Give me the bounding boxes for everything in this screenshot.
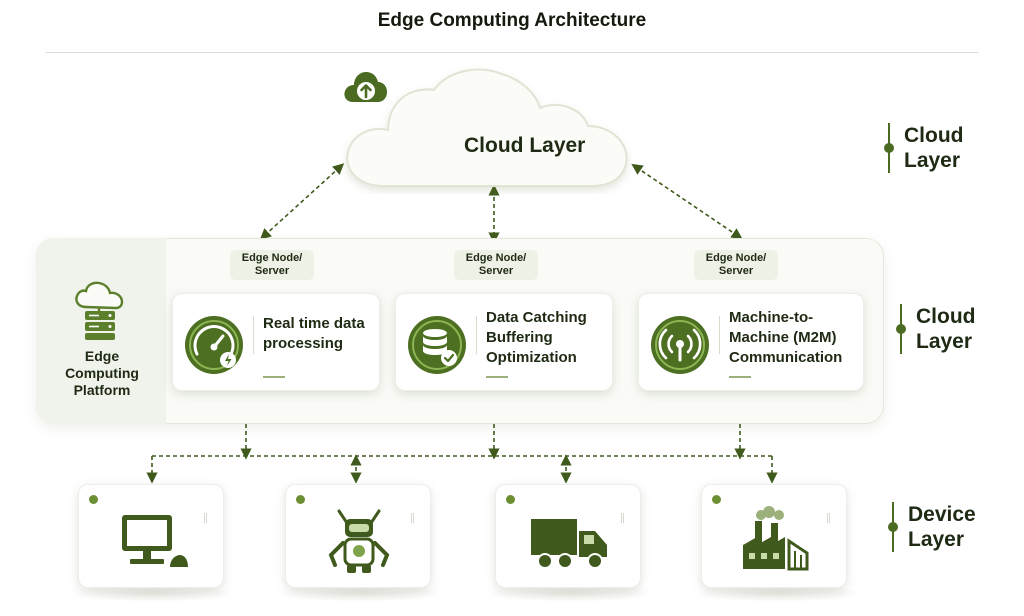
cloud-server-icon <box>75 281 124 340</box>
cloud-to-node3-connector <box>631 163 743 240</box>
status-dot <box>712 495 721 504</box>
edge-card-m2m-communication: Machine-to- Machine (M2M) Communication <box>638 293 864 391</box>
cloud-upload-icon <box>344 72 387 102</box>
device-shadow <box>276 584 446 602</box>
cloud-layer-label: Cloud Layer <box>464 134 586 157</box>
device-card-robot <box>285 484 431 588</box>
device-shadow <box>694 584 864 602</box>
card-divider <box>719 316 720 354</box>
edge-card-text: Machine-to- Machine (M2M) Communication <box>729 309 843 366</box>
card-underline <box>486 376 508 378</box>
database-check-icon <box>408 316 466 374</box>
edge-card-realtime-processing: Real time data processing <box>172 293 380 391</box>
status-dot <box>296 495 305 504</box>
layer-label-cloud-middle: Cloud Layer <box>896 304 976 354</box>
device-card-computer <box>78 484 224 588</box>
status-dot <box>506 495 515 504</box>
layer-label-text: Cloud Layer <box>904 124 964 172</box>
edge-node-tag-3: Edge Node/ Server <box>694 250 778 280</box>
edge-platform-label: Edge Computing Platform <box>65 348 139 398</box>
edge-node-tag-2: Edge Node/ Server <box>454 250 538 280</box>
robot-icon <box>328 509 390 573</box>
edge-card-text: Real time data processing <box>263 315 365 352</box>
device-card-factory <box>701 484 847 588</box>
cloud-to-node1-connector <box>259 163 345 240</box>
card-divider <box>476 316 477 354</box>
edge-card-text: Data Catching Buffering Optimization <box>486 309 587 366</box>
speedometer-icon <box>185 316 243 374</box>
layer-label-device: Device Layer <box>888 502 976 552</box>
desktop-computer-icon <box>122 515 188 567</box>
edge-node-tag-1: Edge Node/ Server <box>230 250 314 280</box>
title-divider <box>46 52 978 53</box>
layer-label-cloud-top: Cloud Layer <box>884 123 964 173</box>
device-marker <box>204 513 207 523</box>
device-shadow <box>486 584 656 602</box>
device-marker <box>827 513 830 523</box>
layer-label-text: Device Layer <box>908 503 976 551</box>
factory-icon <box>743 506 809 571</box>
truck-icon <box>531 519 607 569</box>
card-underline <box>263 376 285 378</box>
layer-label-text: Cloud Layer <box>916 305 976 353</box>
diagram-title: Edge Computing Architecture <box>377 10 647 31</box>
cloud-layer-node: Cloud Layer <box>342 64 632 194</box>
device-shadow <box>68 584 238 602</box>
card-underline <box>729 376 751 378</box>
device-card-truck <box>495 484 641 588</box>
status-dot <box>89 495 98 504</box>
device-marker <box>411 513 414 523</box>
wireless-signal-icon <box>651 316 709 374</box>
cloud-shape <box>346 68 628 187</box>
edge-card-data-caching: Data Catching Buffering Optimization <box>395 293 613 391</box>
device-marker <box>621 513 624 523</box>
card-divider <box>253 316 254 354</box>
